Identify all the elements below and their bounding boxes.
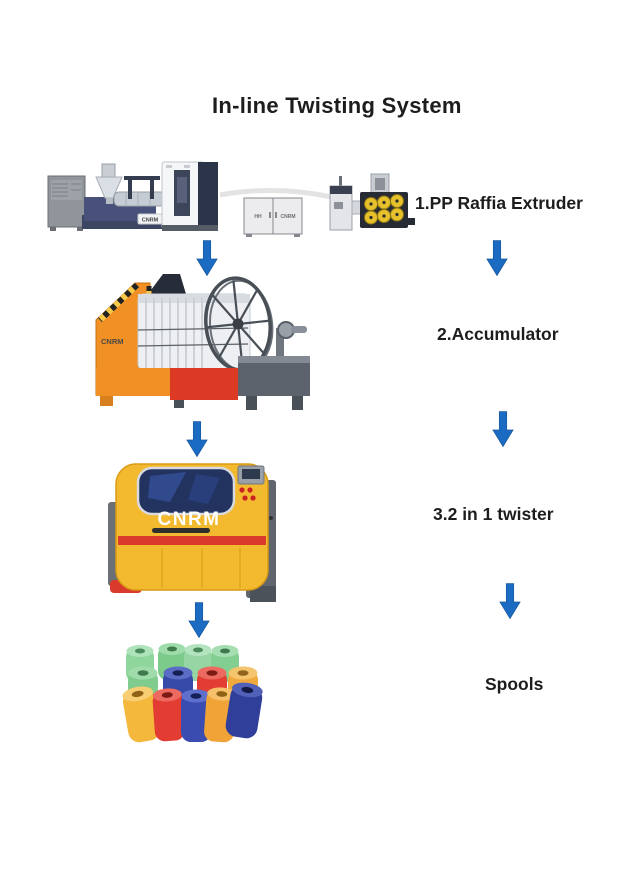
flow-arrow-down-icon — [188, 602, 210, 639]
flow-arrow-down-icon — [186, 421, 208, 458]
flow-arrow-down-icon — [499, 583, 521, 620]
godet-roll-unit-image — [329, 173, 415, 231]
flow-arrow-down-icon — [492, 411, 514, 448]
brand-text: CNRM — [142, 218, 159, 224]
step-label-twister: 3.2 in 1 twister — [433, 504, 554, 524]
cabinet-right-door-label: CNRM — [281, 214, 296, 220]
extruder-control-cabinet-image: HH CNRM — [219, 187, 333, 237]
diagram-title: In-line Twisting System — [212, 93, 462, 118]
flow-arrow-down-icon — [486, 240, 508, 277]
accumulator-machine-image: CNRM — [95, 274, 310, 410]
step-label-extruder: 1.PP Raffia Extruder — [415, 193, 583, 213]
extruder-main-unit-image: CNRM — [47, 161, 218, 231]
step-label-accumulator: 2.Accumulator — [437, 324, 559, 344]
spools-image — [122, 643, 263, 743]
flow-arrow-down-icon — [196, 240, 218, 277]
brand-text: CNRM — [158, 509, 221, 530]
step-label-spools: Spools — [485, 674, 544, 694]
cabinet-left-door-label: HH — [254, 214, 262, 220]
twister-machine-image: CNRM — [108, 463, 276, 602]
brand-text: CNRM — [101, 337, 124, 346]
spool-front-row — [122, 682, 263, 743]
